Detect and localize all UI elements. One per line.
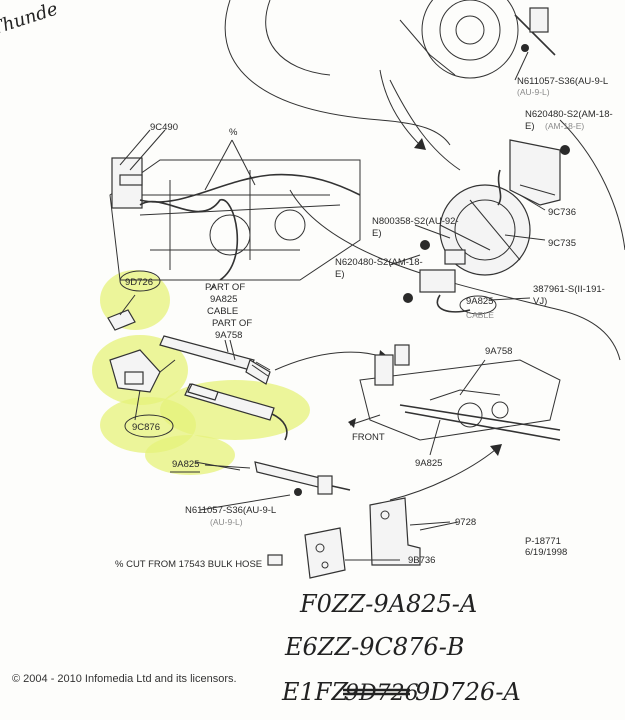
label-n800358-e: E): [372, 228, 382, 239]
cable-9a758: [159, 335, 271, 385]
label-9a825-cable-sub: CABLE: [466, 310, 494, 320]
cable-9a825: [184, 383, 288, 441]
handwritten-corner: Thunde: [0, 0, 60, 40]
label-9d726: 9D726: [125, 277, 153, 288]
label-387961-vj: VJ): [533, 296, 547, 307]
bracket-9b736: [267, 527, 346, 579]
label-part-of-9a758-1: PART OF: [212, 318, 252, 329]
label-part-of-2: 9A825: [210, 294, 237, 305]
label-part-of-9a758-2: 9A758: [215, 330, 242, 341]
label-387961: 387961-S(II-191-: [533, 284, 605, 295]
part-labels: 9C490 % N611057-S36(AU-9-L (AU-9-L) N620…: [115, 76, 613, 570]
label-cut-note: % CUT FROM 17543 BULK HOSE: [115, 559, 262, 570]
label-ref-num: P-18771: [525, 536, 561, 547]
label-9b736: 9B736: [408, 555, 435, 566]
label-n620480-top-sub: (AM-18-E): [545, 121, 584, 131]
label-part-of-3: CABLE: [207, 306, 238, 317]
label-9a758-right: 9A758: [485, 346, 512, 357]
handwritten-line-2: E6ZZ-9C876-B: [284, 633, 464, 661]
label-n611057-top-sub: (AU-9-L): [517, 87, 550, 97]
label-ref-date: 6/19/1998: [525, 547, 567, 558]
rod-assembly: [204, 461, 351, 496]
firewall-assembly: [109, 129, 361, 281]
handwritten-line-3-prefix: E1FZ-: [281, 678, 356, 706]
label-9c490: 9C490: [150, 122, 178, 133]
label-9a825-left: 9A825: [172, 459, 199, 470]
handwritten-line-1: F0ZZ-9A825-A: [299, 590, 477, 618]
shift-linkage: [348, 344, 561, 441]
label-9c876: 9C876: [132, 422, 160, 433]
handwritten-line-3-suffix: 9D726-A: [415, 678, 521, 706]
label-n611057-bottom-sub: (AU-9-L): [210, 517, 243, 527]
label-n611057-top: N611057-S36(AU-9-L: [517, 76, 608, 87]
label-9728: 9728: [455, 517, 476, 528]
bracket-9728: [369, 497, 451, 566]
label-n800358: N800358-S2(AU-92-: [372, 216, 459, 227]
label-n620480-mid-e: E): [335, 269, 345, 280]
label-n620480-top: N620480-S2(AM-18-: [525, 109, 613, 120]
hub-assembly: [399, 0, 556, 79]
leader-lines: [119, 51, 546, 561]
label-9a825-cable: 9A825: [466, 296, 493, 307]
guide-curves: [224, 0, 625, 361]
label-pct-top: %: [229, 127, 238, 138]
copyright-notice: © 2004 - 2010 Infomedia Ltd and its lice…: [12, 673, 237, 685]
label-9c735: 9C735: [548, 238, 576, 249]
label-n620480-top-e: E): [525, 121, 535, 132]
label-9c736: 9C736: [548, 207, 576, 218]
label-n611057-bottom: N611057-S36(AU-9-L: [185, 505, 276, 516]
label-n620480-mid: N620480-S2(AM-18-: [335, 257, 423, 268]
label-9a825-right: 9A825: [415, 458, 442, 469]
part-9c876: [109, 349, 176, 393]
handwritten-notes: Thunde F0ZZ-9A825-A E6ZZ-9C876-B E1FZ- 9…: [0, 0, 521, 706]
label-front: FRONT: [352, 432, 385, 443]
booster-assembly: [403, 139, 570, 315]
label-part-of-1: PART OF: [205, 282, 245, 293]
